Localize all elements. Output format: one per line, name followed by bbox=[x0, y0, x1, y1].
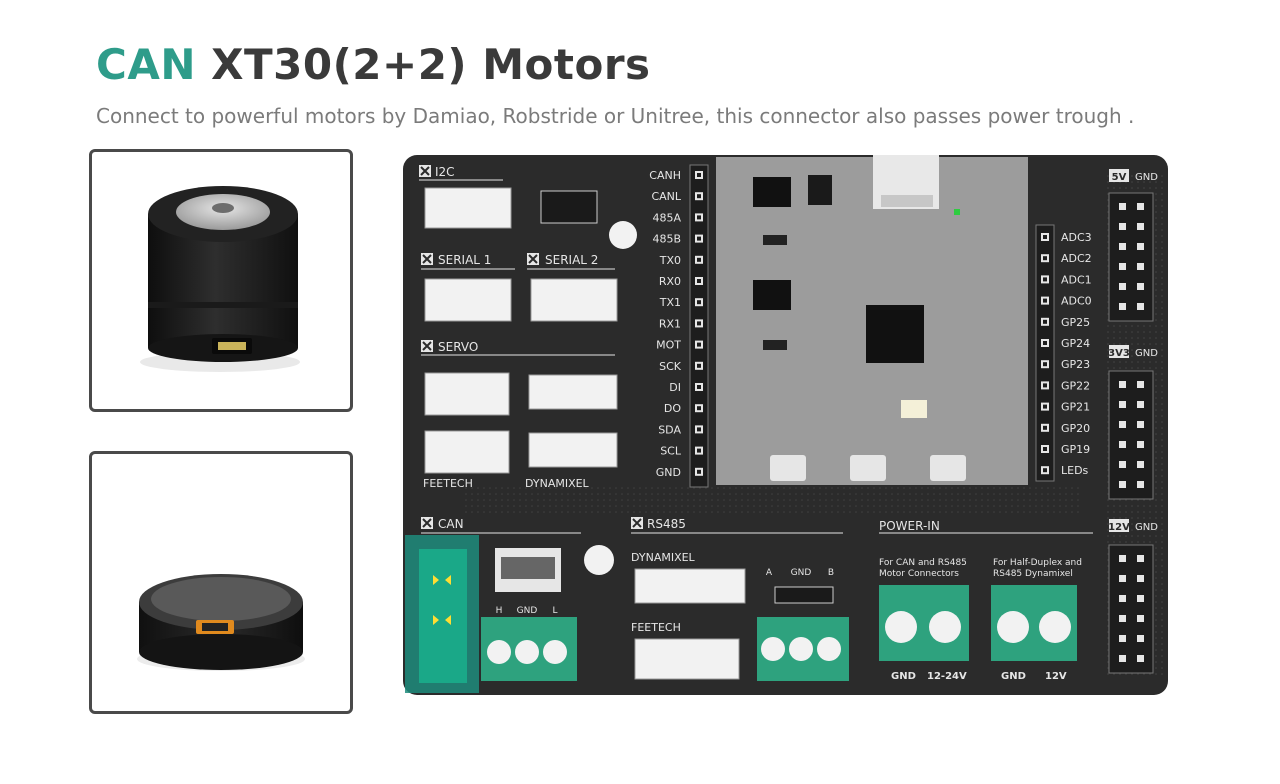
rail-gnd-label: GND bbox=[1135, 522, 1158, 533]
power-note-4: RS485 Dynamixel bbox=[993, 569, 1073, 579]
left-pin-label: TX0 bbox=[659, 254, 681, 267]
right-pin-header: ADC3ADC2ADC1ADC0GP25GP24GP23GP22GP21GP20… bbox=[1035, 224, 1092, 482]
can-pin-label: H bbox=[496, 606, 503, 616]
flat-motor-photo bbox=[89, 451, 353, 714]
left-pin-label: SCL bbox=[660, 445, 682, 458]
power-in-label: POWER-IN bbox=[879, 519, 940, 533]
power-note-1: For CAN and RS485 bbox=[879, 558, 967, 568]
left-pin-label: SCK bbox=[659, 360, 682, 373]
can-label: CAN bbox=[438, 517, 464, 531]
right-pin-label: GP21 bbox=[1061, 401, 1090, 414]
left-pin-label: CANH bbox=[649, 169, 681, 182]
right-pin-label: GP23 bbox=[1061, 358, 1090, 371]
can-pin-label: L bbox=[552, 606, 557, 616]
right-pin-label: ADC3 bbox=[1061, 231, 1092, 244]
right-pin-label: GP19 bbox=[1061, 443, 1090, 456]
rail-gnd-label: GND bbox=[1135, 348, 1158, 359]
controller-board: I2C SERIAL 1 SERIAL 2 SERVO FEETECH DYNA… bbox=[403, 155, 1168, 695]
i2c-label: I2C bbox=[435, 165, 455, 179]
mcu-chip bbox=[866, 305, 924, 363]
left-pin-label: SDA bbox=[658, 423, 681, 436]
servo-label: SERVO bbox=[438, 340, 478, 354]
left-pin-label: RX1 bbox=[659, 317, 681, 330]
serial2-label: SERIAL 2 bbox=[545, 253, 598, 267]
left-pin-label: RX0 bbox=[659, 275, 681, 288]
serial-section: SERIAL 1 SERIAL 2 bbox=[421, 253, 618, 322]
i2c-section: I2C bbox=[419, 165, 637, 249]
rail-volt-label: 5V bbox=[1112, 172, 1127, 183]
left-pin-label: DI bbox=[669, 381, 681, 394]
right-pin-label: ADC2 bbox=[1061, 252, 1092, 265]
left-pin-label: 485B bbox=[652, 233, 681, 246]
flat-motor-image bbox=[137, 574, 305, 671]
right-pin-label: GP24 bbox=[1061, 337, 1090, 350]
left-pin-label: 485A bbox=[652, 211, 681, 224]
right-pin-label: LEDs bbox=[1061, 464, 1089, 477]
title-rest: XT30(2+2) Motors bbox=[211, 40, 651, 89]
can-section: CAN bbox=[405, 517, 614, 693]
right-pin-label: GP25 bbox=[1061, 316, 1090, 329]
dynamixel-label: DYNAMIXEL bbox=[525, 477, 590, 490]
power-in-section: POWER-IN For CAN and RS485 Motor Connect… bbox=[879, 519, 1093, 682]
rail-gnd-label: GND bbox=[1135, 172, 1158, 183]
left-pin-label: TX1 bbox=[659, 296, 681, 309]
right-pin-label: GP22 bbox=[1061, 379, 1090, 392]
right-pin-label: ADC0 bbox=[1061, 295, 1092, 308]
tall-motor-image bbox=[140, 186, 300, 372]
right-pin-label: ADC1 bbox=[1061, 273, 1092, 286]
power1-gnd: GND bbox=[891, 671, 916, 682]
rs485-pin-label: B bbox=[828, 568, 834, 578]
left-pin-label: CANL bbox=[651, 190, 681, 203]
tall-motor-photo bbox=[89, 149, 353, 412]
serial1-label: SERIAL 1 bbox=[438, 253, 491, 267]
rail-volt-label: 3V3 bbox=[1108, 348, 1130, 359]
feetech-label: FEETECH bbox=[423, 477, 473, 490]
power1-volt: 12-24V bbox=[927, 671, 967, 682]
power-rails bbox=[1108, 192, 1154, 674]
rs485-pin-label: A bbox=[766, 568, 773, 578]
rs485-pin-label: GND bbox=[791, 568, 812, 578]
left-pin-label: GND bbox=[656, 466, 681, 479]
power2-gnd: GND bbox=[1001, 671, 1026, 682]
can-pin-label: GND bbox=[517, 606, 538, 616]
title-accent: CAN bbox=[96, 40, 196, 89]
mcu-module bbox=[716, 155, 1028, 485]
page-title: CAN XT30(2+2) Motors bbox=[96, 40, 651, 89]
page-subtitle: Connect to powerful motors by Damiao, Ro… bbox=[96, 104, 1135, 128]
left-pin-label: DO bbox=[664, 402, 681, 415]
power-note-3: For Half-Duplex and bbox=[993, 558, 1082, 568]
rs485-label: RS485 bbox=[647, 517, 686, 531]
rail-volt-label: 12V bbox=[1108, 522, 1130, 533]
servo-section: SERVO FEETECH DYNAMIXEL bbox=[421, 340, 618, 490]
feetech2-label: FEETECH bbox=[631, 621, 681, 634]
right-pin-label: GP20 bbox=[1061, 422, 1090, 435]
rs485-section: RS485 DYNAMIXEL FEETECH bbox=[631, 517, 849, 681]
power-note-2: Motor Connectors bbox=[879, 569, 959, 579]
dynamixel2-label: DYNAMIXEL bbox=[631, 551, 696, 564]
left-pin-label: MOT bbox=[656, 339, 681, 352]
power2-volt: 12V bbox=[1045, 671, 1067, 682]
